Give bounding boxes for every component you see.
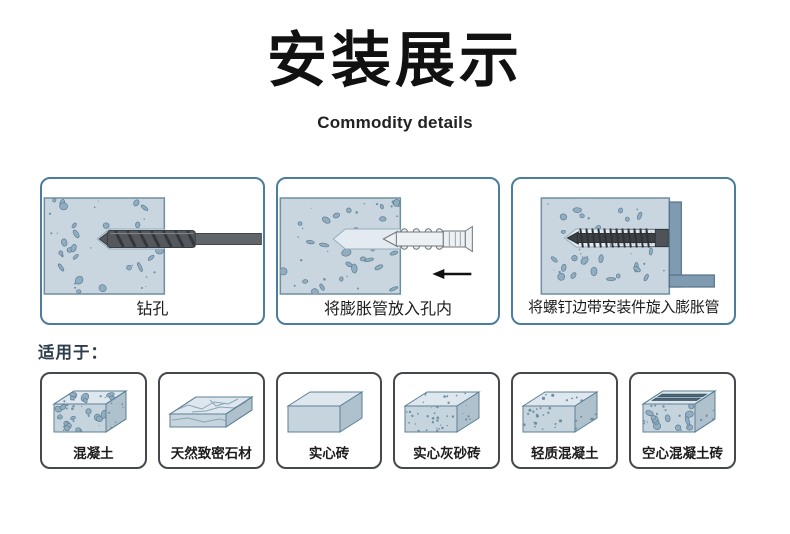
stone-slab-illustration bbox=[168, 396, 254, 428]
concrete-block-illustration bbox=[52, 390, 128, 433]
material-tile-lightweight-concrete: 轻质混凝土 bbox=[511, 372, 619, 469]
material-label: 混凝土 bbox=[73, 446, 114, 461]
lime-sand-brick-illustration bbox=[403, 391, 482, 433]
l-bracket bbox=[669, 201, 716, 288]
left-arrow-icon bbox=[432, 269, 472, 279]
material-tile-hollow-concrete-brick: 空心混凝土砖 bbox=[629, 372, 736, 469]
page-subtitle: Commodity details bbox=[317, 113, 473, 132]
step-panel-drill: 钻孔 bbox=[40, 177, 265, 325]
material-tile-concrete: 混凝土 bbox=[40, 372, 147, 469]
material-label: 天然致密石材 bbox=[170, 446, 252, 461]
solid-brick-illustration bbox=[285, 391, 364, 433]
insert-expansion-tube-illustration bbox=[279, 197, 473, 295]
drill-into-concrete-illustration bbox=[43, 197, 262, 295]
material-label: 实心灰砂砖 bbox=[413, 446, 481, 461]
material-label: 实心砖 bbox=[308, 446, 350, 461]
material-tile-natural-stone: 天然致密石材 bbox=[157, 372, 265, 469]
step-caption: 钻孔 bbox=[136, 301, 169, 318]
material-label: 轻质混凝土 bbox=[530, 446, 599, 461]
step-caption: 将膨胀管放入孔内 bbox=[324, 301, 453, 318]
material-tile-solid-brick: 实心砖 bbox=[275, 372, 383, 469]
step-caption: 将螺钉边带安装件旋入膨胀管 bbox=[528, 299, 720, 316]
installation-steps-row: 钻孔 bbox=[40, 177, 737, 325]
expansion-anchor bbox=[381, 225, 473, 253]
screw bbox=[566, 228, 670, 248]
materials-row: 混凝土 天然致密石材 bbox=[40, 372, 736, 469]
hollow-concrete-brick-illustration bbox=[641, 390, 717, 433]
material-tile-lime-sand-brick: 实心灰砂砖 bbox=[393, 372, 501, 469]
step-panel-screw-bracket: 将螺钉边带安装件旋入膨胀管 bbox=[511, 177, 737, 325]
lightweight-concrete-illustration bbox=[521, 391, 599, 433]
page-title: 安装展示 bbox=[267, 27, 523, 94]
applicable-label: 适用于： bbox=[38, 344, 108, 362]
step-panel-insert-anchor: 将膨胀管放入孔内 bbox=[275, 177, 501, 325]
material-label: 空心混凝土砖 bbox=[642, 446, 724, 461]
screw-with-bracket-illustration bbox=[540, 197, 716, 295]
